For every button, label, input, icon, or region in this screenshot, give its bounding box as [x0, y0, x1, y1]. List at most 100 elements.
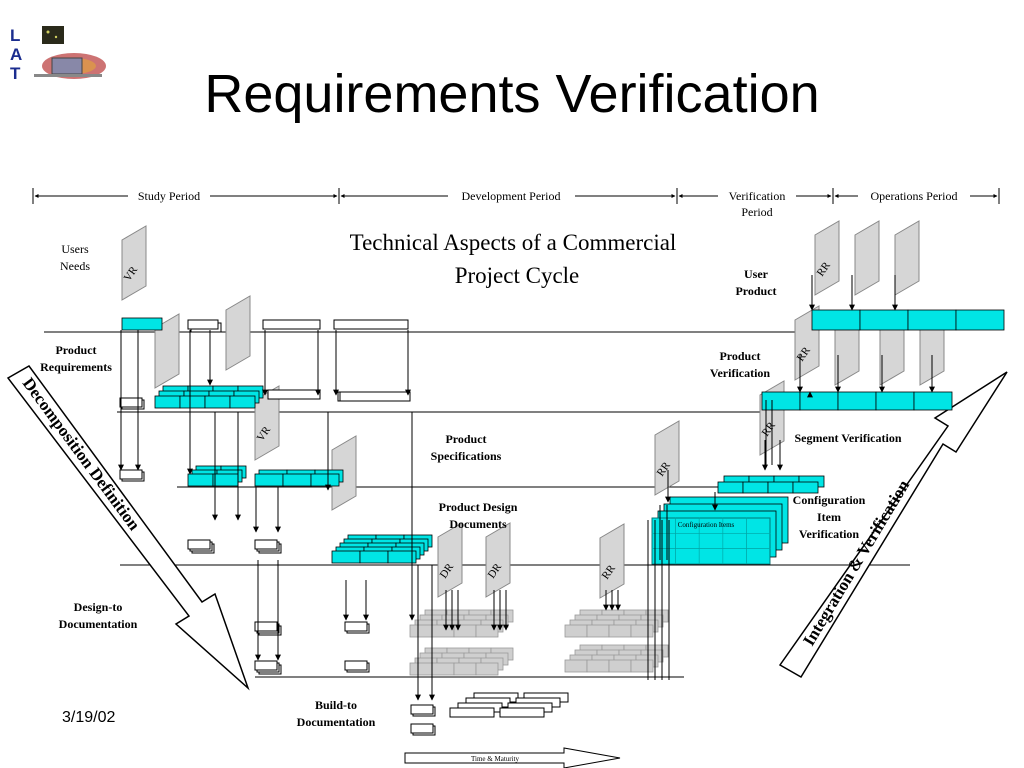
user-product-row-cell-0: [811, 309, 861, 331]
product-verification-row-cell-2: [837, 391, 877, 411]
req-doc-a-doc-0: [187, 319, 219, 330]
time-maturity-arrow: Time & Maturity: [404, 747, 621, 768]
design-review-stack-c-l0-c2: [608, 624, 632, 638]
segment-stack-layer-0-cell-3: [792, 481, 819, 494]
vr-tag-1: [154, 313, 180, 389]
product-req-stack-layer-0-cell-1: [179, 395, 206, 409]
phase-verification: Verification Period: [729, 189, 786, 219]
design-review-stack-d-l0-c3: [630, 659, 654, 673]
product-req-stack-layer-0-cell-3: [229, 395, 256, 409]
user-product-row-cell-1: [859, 309, 909, 331]
connector-arrows: [118, 275, 935, 701]
logo-letter-a: A: [10, 45, 23, 64]
spec-stack-a-layer-0-cell-0: [187, 473, 214, 487]
logo-letter-l: L: [10, 26, 21, 45]
logo-letter-t: T: [10, 64, 21, 83]
vr-tag-0: [121, 225, 147, 301]
product-req-stack-layer-0-cell-0: [154, 395, 181, 409]
user-product-row-cell-2: [907, 309, 957, 331]
label-product-verification-2: Verification: [710, 366, 771, 380]
configuration-items-label: Configuration Items: [678, 521, 735, 529]
phase-development: Development Period: [462, 189, 561, 203]
config-item-block-0: [651, 517, 771, 565]
design-review-stack-c-l0-c0: [564, 624, 588, 638]
product-verification-row-cell-4: [913, 391, 953, 411]
label-ci-verification-3: Verification: [799, 527, 860, 541]
config-item-cell-4-2: [746, 548, 771, 565]
design-review-stack-b-l0-c1: [431, 662, 455, 676]
rr-tag-14: [599, 523, 625, 599]
req-doc-e-doc-0: [339, 391, 411, 402]
decomposition-arrow: Decomposition Definition: [6, 365, 250, 691]
label-product-requirements-2: Requirements: [40, 360, 112, 374]
product-verification-row-cell-3: [875, 391, 915, 411]
spec-stack-b-layer-0-cell-1: [282, 473, 312, 487]
design-review-stack-b-l0-c0: [409, 662, 433, 676]
design-doc-stack-layer-0-cell-2: [387, 550, 417, 564]
label-product-design-documents-1: Product Design: [439, 500, 518, 514]
label-design-to-documentation-1: Design-to: [74, 600, 123, 614]
build-doc-stack-a-doc-0: [449, 707, 495, 718]
design-to-doc-b-doc-0: [254, 660, 278, 671]
label-product-requirements-1: Product: [55, 343, 96, 357]
req-doc-f-doc-0: [119, 397, 143, 408]
design-doc-stack-layer-0-cell-1: [359, 550, 389, 564]
slide-title: Requirements Verification: [204, 64, 820, 124]
document-stacks: [119, 309, 1005, 736]
design-review-stack-d-l0-c0: [564, 659, 588, 673]
design-doc-b-doc-0: [254, 539, 278, 550]
req-doc-c-doc-0: [333, 319, 409, 330]
product-verification-row-cell-0: [761, 391, 801, 411]
slide-date: 3/19/02: [62, 709, 116, 726]
time-maturity-label: Time & Maturity: [471, 755, 519, 763]
spec-doc-a-doc-0: [119, 469, 143, 480]
label-product-design-documents-2: Documents: [449, 517, 507, 531]
design-review-stack-a-l0-c3: [475, 624, 499, 638]
label-build-to-documentation-2: Documentation: [297, 715, 376, 729]
spec-stack-b-layer-0-cell-2: [310, 473, 340, 487]
diagram-subtitle-line2: Project Cycle: [455, 263, 580, 288]
product-req-stack-layer-0-cell-2: [204, 395, 231, 409]
dr-tag-16: [485, 522, 511, 598]
lat-logo-letters: L A T: [10, 26, 22, 83]
design-review-stack-c-l0-c1: [586, 624, 610, 638]
design-to-doc-a-doc-0: [254, 621, 278, 632]
design-to-doc-c-doc-0: [344, 621, 368, 632]
spec-stack-a-layer-0-cell-1: [212, 473, 239, 487]
req-doc-b-doc-0: [262, 319, 321, 330]
label-segment-verification: Segment Verification: [795, 431, 902, 445]
integration-arrow: Integration & Verification: [778, 371, 1008, 679]
rr-tag-13: [654, 420, 680, 496]
build-doc-stack-b-doc-0: [499, 707, 545, 718]
diagram-subtitle-line1: Technical Aspects of a Commercial: [350, 230, 677, 255]
label-design-to-documentation-2: Documentation: [59, 617, 138, 631]
label-product-verification-1: Product: [719, 349, 760, 363]
design-review-stack-a-l0-c1: [431, 624, 455, 638]
vr-tag-2: [225, 295, 251, 371]
design-review-stack-b-l0-c2: [453, 662, 477, 676]
build-to-doc-a-doc-0: [410, 704, 434, 715]
rr-tag-7: [894, 220, 920, 296]
design-doc-stack-layer-0-cell-0: [331, 550, 361, 564]
label-build-to-documentation-1: Build-to: [315, 698, 357, 712]
phase-operations: Operations Period: [871, 189, 958, 203]
phase-timeline: Study Period Development Period Verifica…: [32, 188, 1000, 219]
segment-stack-layer-0-cell-2: [767, 481, 794, 494]
dr-tag-15: [437, 522, 463, 598]
phase-study: Study Period: [138, 189, 200, 203]
label-ci-verification-1: Configuration: [793, 493, 866, 507]
design-review-stack-b-l0-c3: [475, 662, 499, 676]
label-user-product-1: User: [744, 267, 769, 281]
req-doc-d-doc-0: [267, 389, 321, 400]
rr-tag-6: [854, 220, 880, 296]
label-product-specifications-2: Specifications: [431, 449, 502, 463]
label-product-specifications-1: Product: [445, 432, 486, 446]
segment-stack-layer-0-cell-0: [717, 481, 744, 494]
label-ci-verification-2: Item: [817, 510, 841, 524]
rr-tag-5: [814, 220, 840, 296]
label-users-needs-1: Users: [61, 242, 89, 256]
product-verification-row-cell-1: [799, 391, 839, 411]
build-to-doc-b-doc-0: [410, 723, 434, 734]
design-review-stack-d-l0-c2: [608, 659, 632, 673]
